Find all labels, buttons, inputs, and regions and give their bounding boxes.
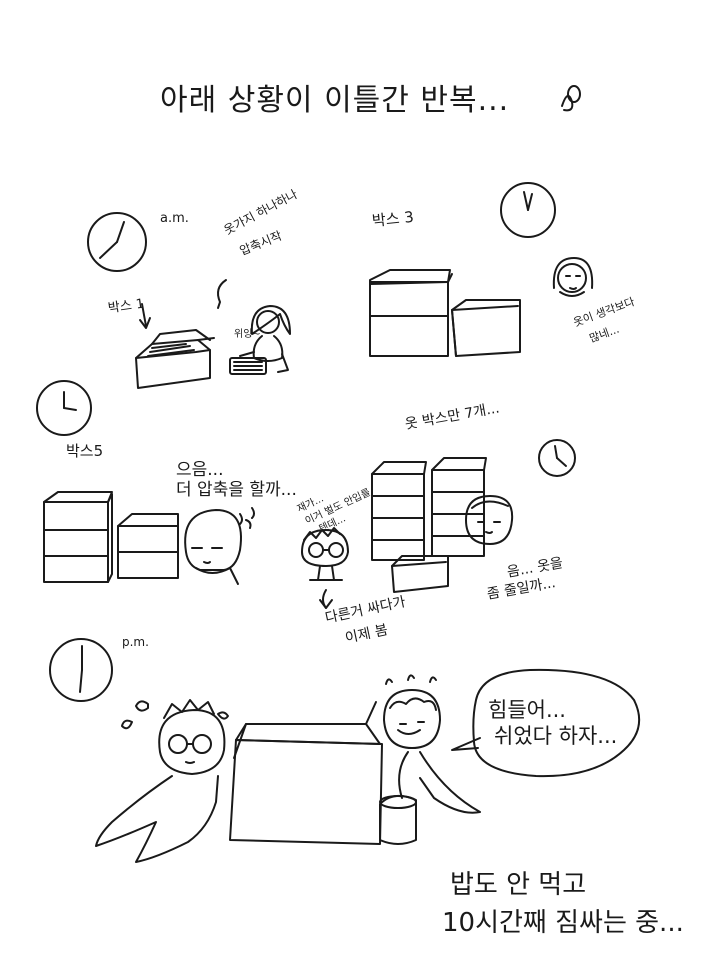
girl-packing-drawing (217, 279, 291, 375)
tired-text-line-1: 힘들어... (488, 698, 566, 722)
tired-text-line-2: 쉬었다 하자... (494, 724, 618, 748)
clock-noon-icon (500, 182, 556, 238)
um-text-line-1: 으음... (176, 460, 224, 480)
clock-pm-icon (49, 638, 113, 702)
man-exhausted-drawing (95, 699, 229, 863)
time-pm-label: p.m. (122, 635, 149, 649)
box-1-drawing (135, 303, 215, 389)
sweat-doodle-icon (561, 85, 581, 112)
box-5-label: 박스5 (66, 442, 104, 460)
caption-line-2: 10시간째 짐싸는 중... (442, 908, 684, 938)
girl-smiling-drawing (465, 495, 514, 545)
big-open-box-drawing (229, 701, 383, 845)
clock-afternoon-icon (36, 380, 92, 436)
time-am-label: a.m. (160, 211, 189, 226)
comic-title: 아래 상황이 이틀간 반복... (160, 83, 510, 118)
box-3-stack-drawing (369, 269, 521, 357)
speech-bubble-tired (451, 668, 641, 778)
girl-tired-drawing (379, 674, 481, 845)
man-glasses-drawing (301, 527, 349, 609)
wik-sound-text: 위잉~ (234, 329, 261, 340)
girl-sweating-drawing (184, 507, 255, 585)
clothes-box-stacks-drawing (371, 457, 487, 593)
box-5-stack-drawing (43, 491, 179, 583)
um-text-line-2: 더 압축을 할까... (176, 480, 297, 500)
clock-evening-icon (538, 439, 576, 477)
box-3-label: 박스 3 (371, 207, 415, 231)
girl-thinking-drawing (552, 257, 594, 297)
clock-am-icon (87, 212, 147, 272)
caption-line-1: 밥도 안 먹고 (450, 870, 587, 900)
